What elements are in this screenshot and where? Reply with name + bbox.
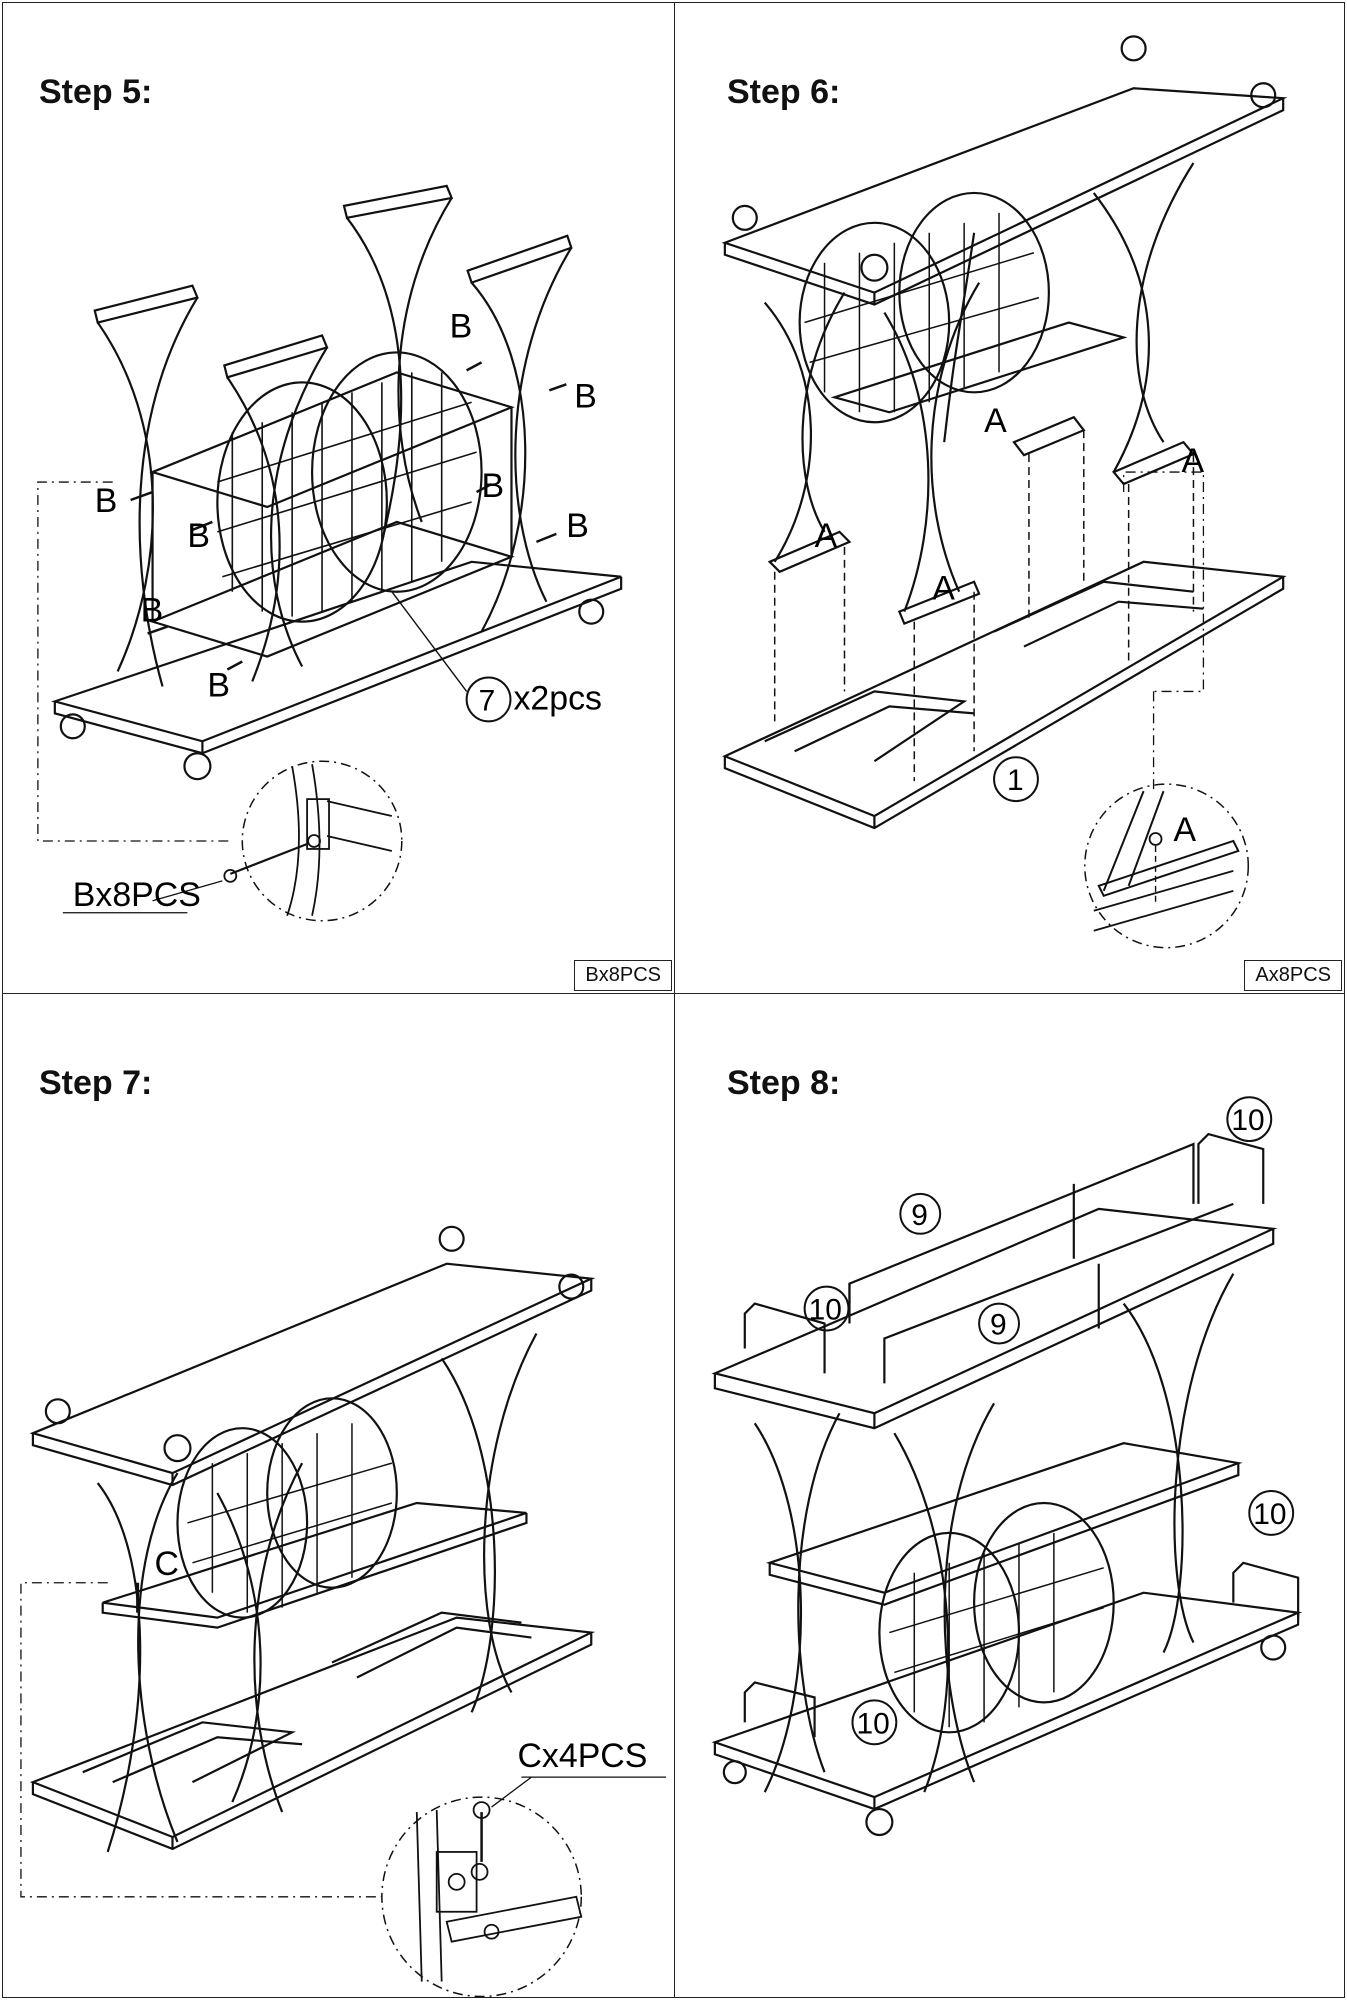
top-rail xyxy=(149,371,515,509)
step-6-panel: Step 6: xyxy=(674,2,1345,994)
bottom-board xyxy=(722,560,1287,818)
round-grid-panel xyxy=(216,381,388,623)
part-letter-label: B xyxy=(574,377,597,415)
detail-circle xyxy=(1084,783,1250,949)
part-letter-label: C xyxy=(155,1545,179,1583)
caster xyxy=(558,1273,585,1300)
step-6-drawing: A A A A A 1 xyxy=(721,35,1288,949)
step-7-panel: Step 7: xyxy=(2,993,675,1998)
part-9-front-callout xyxy=(978,1302,1020,1345)
part-letter-label: A xyxy=(932,570,955,608)
detail-qty-label: Bx8PCS xyxy=(73,876,201,914)
end-rail-10 xyxy=(1232,1561,1300,1618)
part-7-circle xyxy=(465,676,512,723)
step-8-drawing: 9 9 10 10 10 10 xyxy=(711,1096,1303,1837)
part-letter-label: B xyxy=(187,517,210,555)
end-rail-10 xyxy=(743,1302,826,1374)
caster xyxy=(731,204,758,231)
detail-qty-label: Cx4PCS xyxy=(517,1737,647,1775)
step-5-title: Step 5: xyxy=(39,73,153,111)
caster xyxy=(1250,82,1277,109)
step-6-qty-box: Ax8PCS xyxy=(1244,960,1342,991)
bolt xyxy=(535,532,557,544)
part-letter-label: A xyxy=(1181,442,1204,480)
wheel xyxy=(722,1760,747,1785)
part-9-rear-callout xyxy=(899,1192,942,1235)
bolt xyxy=(130,490,153,502)
part-letter-label: B xyxy=(482,467,505,505)
part-10-callout xyxy=(803,1285,850,1332)
bolt xyxy=(226,660,243,671)
part-letter-label: B xyxy=(450,307,473,345)
step-8-panel: Step 8: xyxy=(674,993,1345,1998)
end-rail-10 xyxy=(1197,1132,1265,1204)
bolt xyxy=(147,625,168,635)
part-letter-label: B xyxy=(141,592,164,630)
bolt xyxy=(476,482,493,494)
wheel xyxy=(183,752,212,781)
step-8-title: Step 8: xyxy=(727,1064,841,1102)
wheel xyxy=(578,598,605,625)
caster xyxy=(1120,35,1147,62)
part-10-label: 10 xyxy=(809,1294,842,1327)
part-letter-label: B xyxy=(566,507,589,545)
caster xyxy=(163,1434,192,1463)
caster xyxy=(860,253,889,282)
detail-circle xyxy=(241,760,403,922)
part-10-label: 10 xyxy=(856,1707,889,1740)
step-5-drawing: B B B B B B B B 7 x2pcs Bx8PCS xyxy=(37,184,623,922)
step-7-title: Step 7: xyxy=(39,1064,153,1102)
leg-mid-front xyxy=(223,334,329,682)
step-6-title: Step 6: xyxy=(727,73,841,111)
part-10-callout xyxy=(1226,1096,1273,1143)
caster xyxy=(438,1225,465,1252)
part-10-callout xyxy=(851,1699,898,1746)
wheel xyxy=(59,713,86,740)
end-rail-10 xyxy=(743,1681,816,1738)
leg-rear-right xyxy=(466,234,573,633)
part-1-circle xyxy=(993,756,1039,803)
detail-circle xyxy=(381,1796,582,1997)
step-7-drawing: C Cx4PCS xyxy=(20,1225,667,1997)
bolt xyxy=(191,520,213,532)
part-number-label: 1 xyxy=(1007,764,1024,797)
part-9-label: 9 xyxy=(911,1199,928,1232)
bottom-board xyxy=(29,1616,596,1839)
part-letter-label: A xyxy=(984,402,1007,440)
part-letter-label: B xyxy=(207,666,230,704)
part-10-label: 10 xyxy=(1231,1104,1264,1137)
bolt xyxy=(466,361,483,372)
step-5-qty-box: Bx8PCS xyxy=(574,960,672,991)
part-9-label: 9 xyxy=(990,1308,1007,1341)
part-10-label: 10 xyxy=(1253,1498,1286,1531)
part-letter-label: B xyxy=(95,482,118,520)
step-5-panel: Step 5: xyxy=(2,2,675,994)
wheel xyxy=(865,1807,894,1837)
part-letter-label: A xyxy=(815,517,838,555)
rail-9-front xyxy=(883,1202,1234,1384)
part-number-label: 7 xyxy=(479,684,496,717)
bolt xyxy=(548,383,567,392)
caster xyxy=(44,1398,71,1425)
part-letter-label: A xyxy=(1174,811,1197,849)
wheel xyxy=(1260,1634,1287,1661)
part-count-label: x2pcs xyxy=(513,679,602,717)
leg-rear-left xyxy=(342,184,454,543)
rail-9-rear xyxy=(848,1142,1195,1304)
top-board xyxy=(29,1262,596,1475)
part-10-callout xyxy=(1248,1490,1295,1536)
